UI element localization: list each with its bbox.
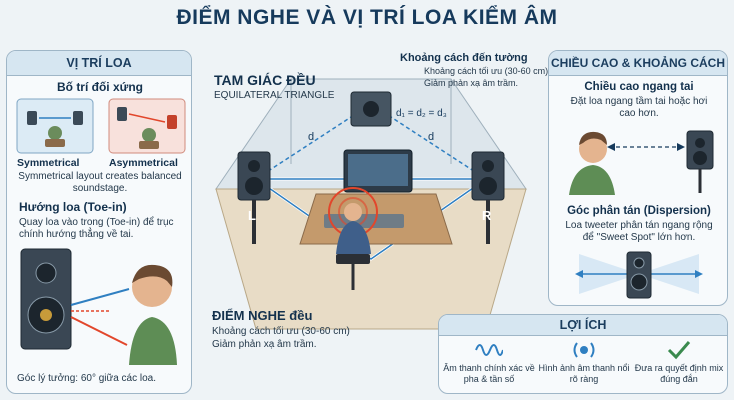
symmetry-illustrations (16, 98, 186, 154)
speaker-position-panel: VỊ TRÍ LOA Bố trí đối xứng Symmetrical A… (6, 50, 192, 394)
ideal-angle-note: Góc lý tưởng: 60° giữa các loa. (17, 373, 157, 384)
benefits-header: LỢI ÍCH (439, 315, 727, 336)
benefit-label-mix: Đưa ra quyết định mix đúng đắn (634, 363, 724, 384)
benefit-label-phase: Âm thanh chính xác về pha & tần số (443, 363, 535, 384)
page-title: ĐIỂM NGHE VÀ VỊ TRÍ LOA KIỂM ÂM (176, 6, 558, 29)
height-distance-header: CHIỀU CAO & KHOẢNG CÁCH (549, 51, 727, 76)
symmetry-description: Symmetrical layout creates balanced soun… (18, 171, 182, 194)
symmetry-heading: Bố trí đối xứng (56, 80, 143, 94)
ear-height-description: Đặt loa ngang tầm tai hoặc hơi cao hơn. (570, 96, 708, 119)
listening-position-title: ĐIỂM NGHE đều (212, 308, 313, 323)
sine-wave-icon (475, 344, 503, 356)
dispersion-heading: Góc phân tán (Dispersion) (567, 205, 711, 217)
left-speaker-label: L (248, 208, 256, 223)
toein-description: Quay loa vào trong (Toe-in) để trục chín… (19, 217, 174, 240)
asymmetrical-label: Asymmetrical (109, 157, 178, 169)
checkmark-icon (667, 341, 691, 360)
room-diagram: L R d d d₁ = d₂ = d₃ (215, 78, 527, 330)
listening-line2: Giảm phản xạ âm trầm. (212, 339, 317, 350)
ear-height-illustration (569, 130, 714, 195)
distance-right-label: d (428, 131, 434, 143)
dispersion-description: Loa tweeter phân tán ngang rộng để "Swee… (565, 220, 713, 243)
benefit-label-stereo: Hình ảnh âm thanh nổi rõ ràng (538, 363, 630, 384)
toein-illustration (20, 248, 177, 365)
wall-distance-title: Khoảng cách đến tường (400, 52, 528, 64)
listening-line1: Khoảng cách tối ưu (30-60 cm) (212, 326, 350, 337)
symmetrical-label: Symmetrical (17, 157, 80, 169)
dispersion-illustration (575, 251, 703, 299)
stereo-image-icon (573, 342, 595, 358)
toein-heading: Hướng loa (Toe-in) (19, 200, 127, 214)
distance-equation: d₁ = d₂ = d₃ (396, 108, 447, 119)
wall-distance-line1: Khoảng cách tối ưu (30-60 cm) (424, 66, 549, 76)
right-speaker-label: R (482, 208, 492, 223)
ear-height-heading: Chiều cao ngang tai (584, 81, 694, 93)
distance-left-label: d (308, 131, 314, 143)
height-distance-panel: CHIỀU CAO & KHOẢNG CÁCH Chiều cao ngang … (548, 50, 728, 306)
triangle-title: TAM GIÁC ĐỀU (214, 72, 316, 88)
triangle-subtitle: EQUILATERAL TRIANGLE (214, 90, 335, 101)
wall-distance-line2: Giảm phản xạ âm trầm. (424, 78, 519, 88)
speaker-position-header: VỊ TRÍ LOA (7, 51, 191, 76)
benefits-panel: LỢI ÍCH Âm thanh chính xác về pha & tần … (438, 314, 728, 394)
